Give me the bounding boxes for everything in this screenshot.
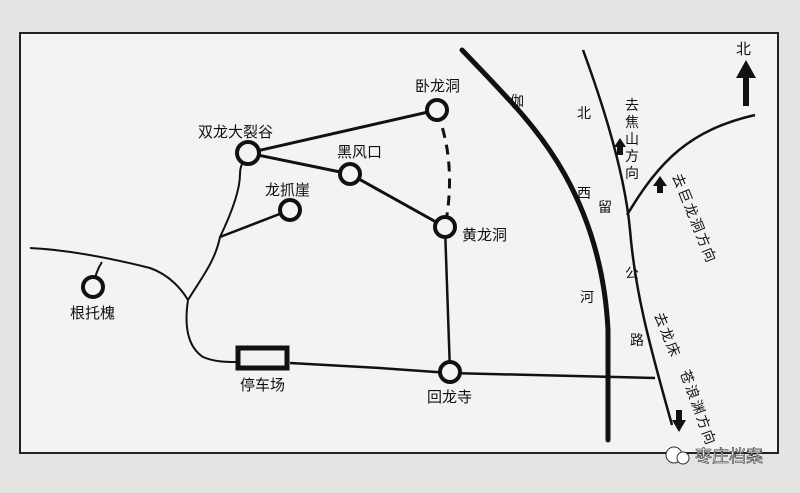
svg-text:向: 向	[625, 166, 639, 182]
svg-text:向: 向	[698, 428, 718, 447]
svg-text:渊: 渊	[687, 398, 707, 417]
parking-marker[interactable]	[235, 345, 290, 371]
svg-text:床: 床	[662, 340, 682, 359]
highway-line	[581, 49, 674, 426]
site-marker-heifeng[interactable]	[338, 162, 362, 186]
svg-text:洞: 洞	[686, 216, 706, 235]
watermark-text: 枣庄档案	[695, 447, 763, 467]
site-marker-longzhua[interactable]	[278, 198, 302, 222]
river-char-2: 河	[580, 290, 594, 306]
trail-wolong-huanglong-dashed	[435, 111, 451, 228]
trail-longzhua	[219, 208, 291, 239]
site-marker-huanglong[interactable]	[433, 215, 457, 239]
road-char-1: 北	[577, 106, 591, 122]
svg-text:龙: 龙	[656, 325, 676, 344]
trail-huanglong-huilong	[443, 226, 452, 373]
label-huilong: 回龙寺	[427, 388, 472, 406]
svg-text:龙: 龙	[680, 201, 700, 220]
svg-text:浪: 浪	[682, 383, 702, 402]
svg-text:巨: 巨	[674, 186, 694, 205]
road-char-2: 西	[577, 186, 591, 202]
arrow-down-icon-canglang	[672, 410, 686, 432]
trail-shuanglong-heifeng	[247, 151, 351, 176]
label-wolong: 卧龙洞	[415, 77, 460, 95]
direction-jiaoshan: 去 焦 山 方 向	[625, 98, 639, 182]
svg-text:山: 山	[625, 132, 639, 148]
arrow-up-icon-julong	[653, 176, 667, 193]
north-label: 北	[736, 40, 751, 58]
watermark: 枣庄档案	[665, 446, 763, 467]
svg-text:方: 方	[693, 413, 713, 432]
svg-text:去: 去	[625, 98, 639, 114]
svg-text:去: 去	[650, 311, 670, 330]
road-char-5: 路	[630, 333, 644, 349]
west-road-line	[29, 247, 189, 301]
direction-canglang: 苍 浪 渊 方 向	[676, 368, 718, 447]
label-parking: 停车场	[240, 376, 285, 394]
trail-heifeng-huanglong	[349, 172, 446, 229]
parking-access-line	[185, 299, 239, 363]
label-gentuo: 根托槐	[70, 304, 115, 322]
map-border	[19, 32, 779, 454]
svg-text:向: 向	[698, 246, 718, 265]
svg-text:方: 方	[692, 231, 712, 250]
direction-julong: 去 巨 龙 洞 方 向	[668, 172, 718, 265]
svg-text:方: 方	[625, 149, 639, 165]
trail-shuanglong-wolong	[247, 108, 438, 155]
site-marker-gentuo[interactable]	[81, 275, 105, 299]
river-char-1: 伽	[510, 94, 524, 110]
main-road-line	[289, 361, 656, 380]
river-line	[459, 47, 611, 443]
site-marker-shuanglong[interactable]	[235, 140, 261, 166]
arrow-up-icon-jiaoshan	[614, 138, 626, 155]
direction-longchuang: 去 龙 床	[650, 311, 682, 360]
svg-text:焦: 焦	[625, 115, 639, 131]
road-char-4: 公	[625, 266, 639, 282]
svg-text:苍: 苍	[676, 368, 696, 387]
label-heifeng: 黑风口	[337, 143, 382, 161]
branch-road-line	[625, 113, 756, 216]
label-huanglong: 黄龙洞	[462, 226, 507, 244]
site-marker-huilong[interactable]	[438, 360, 462, 384]
svg-text:去: 去	[668, 172, 688, 191]
north-arrow-icon	[736, 60, 756, 106]
label-longzhua: 龙抓崖	[265, 181, 310, 199]
road-char-3: 留	[598, 200, 612, 216]
label-shuanglong: 双龙大裂谷	[198, 123, 273, 141]
site-marker-wolong[interactable]	[425, 98, 449, 122]
